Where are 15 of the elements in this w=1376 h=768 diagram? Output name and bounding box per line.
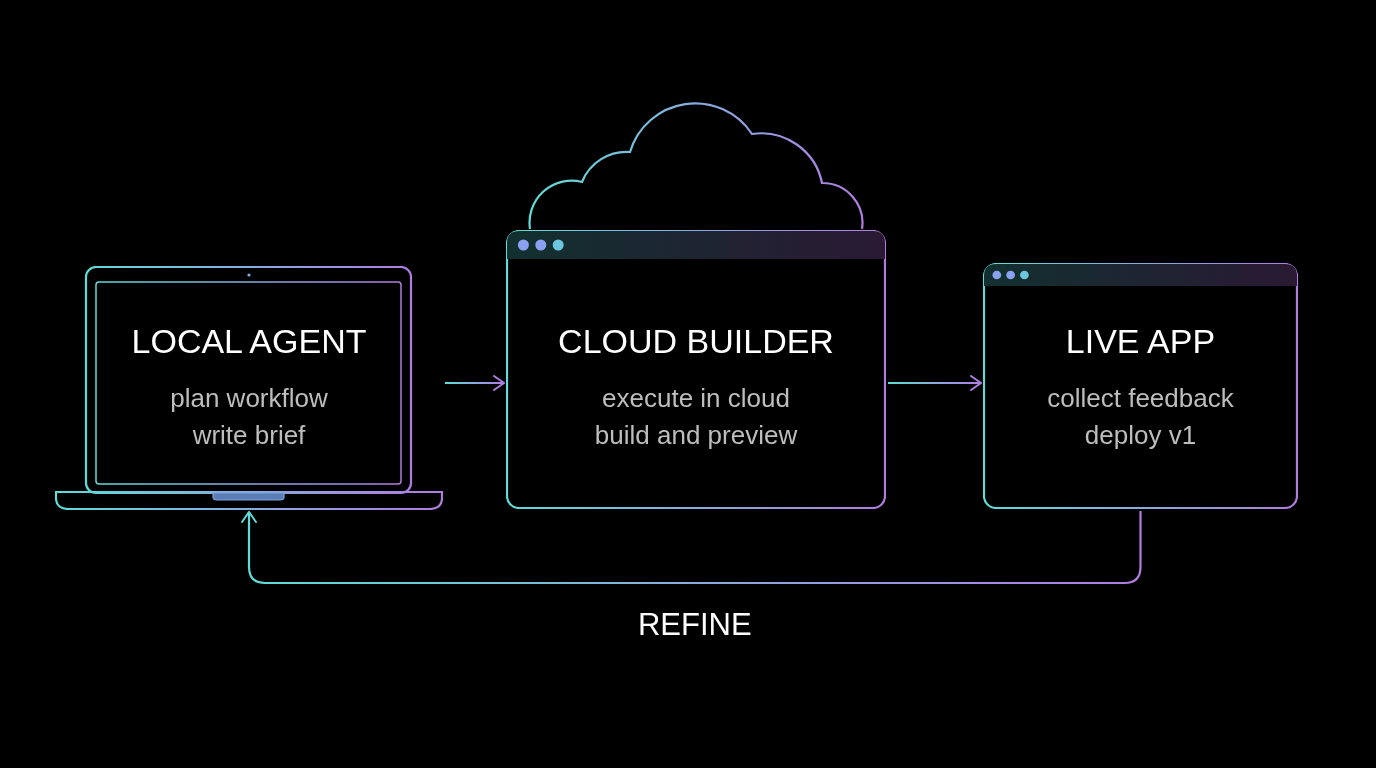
node-description: execute in cloud <box>602 382 790 415</box>
node-title: LOCAL AGENT <box>131 321 367 362</box>
arrow <box>888 375 982 391</box>
arrow <box>241 511 1142 585</box>
browser-window <box>983 263 1298 509</box>
node-description: collect feedback <box>1047 382 1234 415</box>
arrow <box>445 375 505 391</box>
node-description: plan workflow <box>170 382 328 415</box>
node-description: write brief <box>192 419 306 452</box>
node-description: deploy v1 <box>1084 419 1197 452</box>
node-title: CLOUD BUILDER <box>558 321 834 362</box>
laptop <box>55 266 443 510</box>
node-title: LIVE APP <box>1065 321 1216 362</box>
node-description: build and preview <box>594 419 798 452</box>
browser-window <box>506 230 886 509</box>
